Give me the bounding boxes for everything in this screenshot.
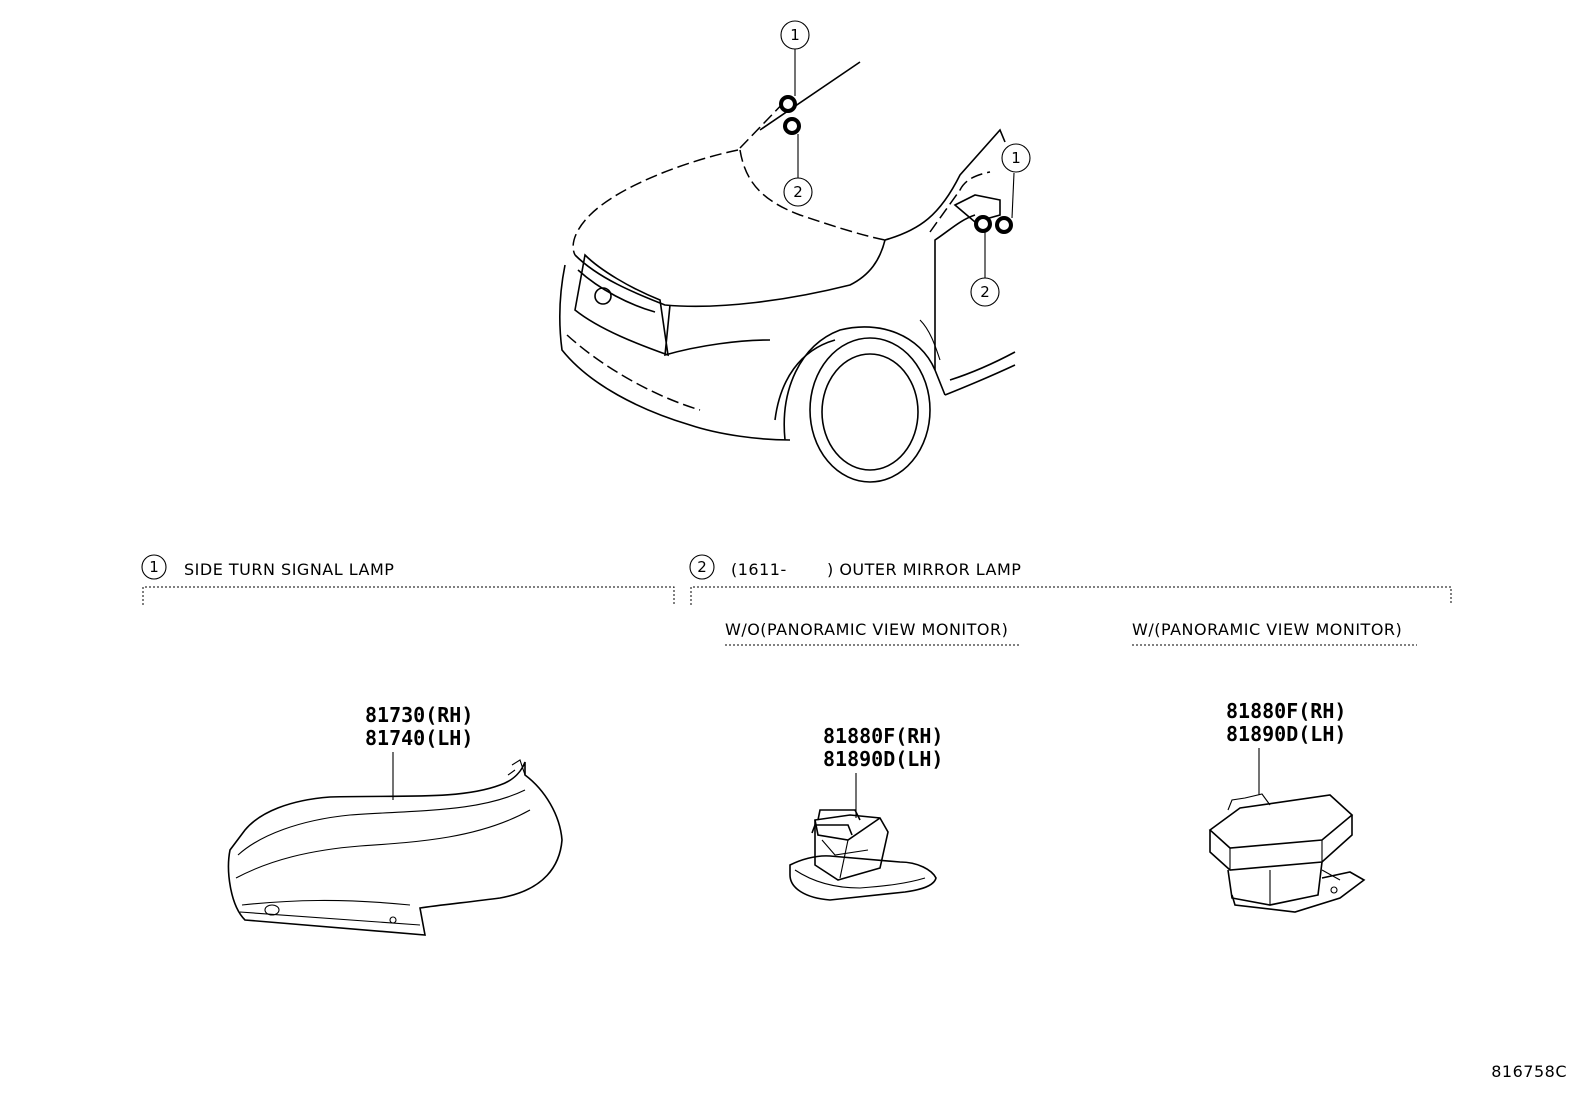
marker-turn-signal-left [779, 95, 797, 113]
part-number-lh: 81890D(LH) [1226, 722, 1346, 746]
part-number-rh: 81880F(RH) [1226, 699, 1346, 723]
part-number-lh: 81740(LH) [365, 726, 473, 750]
callout-bubble-1-top [780, 20, 810, 50]
callout-number: 1 [790, 26, 800, 44]
variant-without-label: W/O(PANORAMIC VIEW MONITOR) [725, 620, 1008, 639]
part-outer-mirror-lamp-without-pvm: 81880F(RH) 81890D(LH) [789, 724, 943, 901]
marker-mirror-lamp-right [974, 215, 992, 233]
callout-number: 1 [1011, 149, 1021, 167]
vehicle-illustration [559, 61, 1016, 483]
section-bracket [690, 586, 1452, 605]
date-range: (1611- [731, 560, 787, 579]
section-side-turn-signal: 1 SIDE TURN SIGNAL LAMP [141, 554, 675, 605]
part-number-rh: 81730(RH) [365, 703, 473, 727]
part-number-rh: 81880F(RH) [823, 724, 943, 748]
marker-turn-signal-right [995, 216, 1013, 234]
section-bracket [142, 586, 675, 605]
callout-number: 2 [793, 183, 803, 201]
section-outer-mirror-lamp: 2 (1611- ) OUTER MIRROR LAMP W/O(PANORAM… [689, 554, 1452, 646]
section-title: ) OUTER MIRROR LAMP [827, 560, 1021, 579]
callout-number: 2 [980, 283, 990, 301]
part-outer-mirror-lamp-with-pvm: 81880F(RH) 81890D(LH) [1208, 699, 1366, 913]
diagram-id: 816758C [1491, 1062, 1567, 1081]
section-title: SIDE TURN SIGNAL LAMP [184, 560, 394, 579]
callouts: 1 2 1 2 [780, 20, 1031, 307]
callout-bubble-1-right [1001, 143, 1031, 173]
section-callout-number: 2 [697, 558, 707, 576]
callout-bubble-2-top [783, 177, 813, 207]
callout-bubble-2-right [970, 277, 1000, 307]
section-callout-1 [141, 554, 167, 580]
marker-mirror-lamp-left [783, 117, 801, 135]
location-markers [779, 95, 1013, 234]
section-callout-number: 1 [149, 558, 159, 576]
variant-with-label: W/(PANORAMIC VIEW MONITOR) [1132, 620, 1402, 639]
part-side-turn-signal-lamp: 81730(RH) 81740(LH) [227, 703, 563, 936]
part-number-lh: 81890D(LH) [823, 747, 943, 771]
section-callout-2 [689, 554, 715, 580]
